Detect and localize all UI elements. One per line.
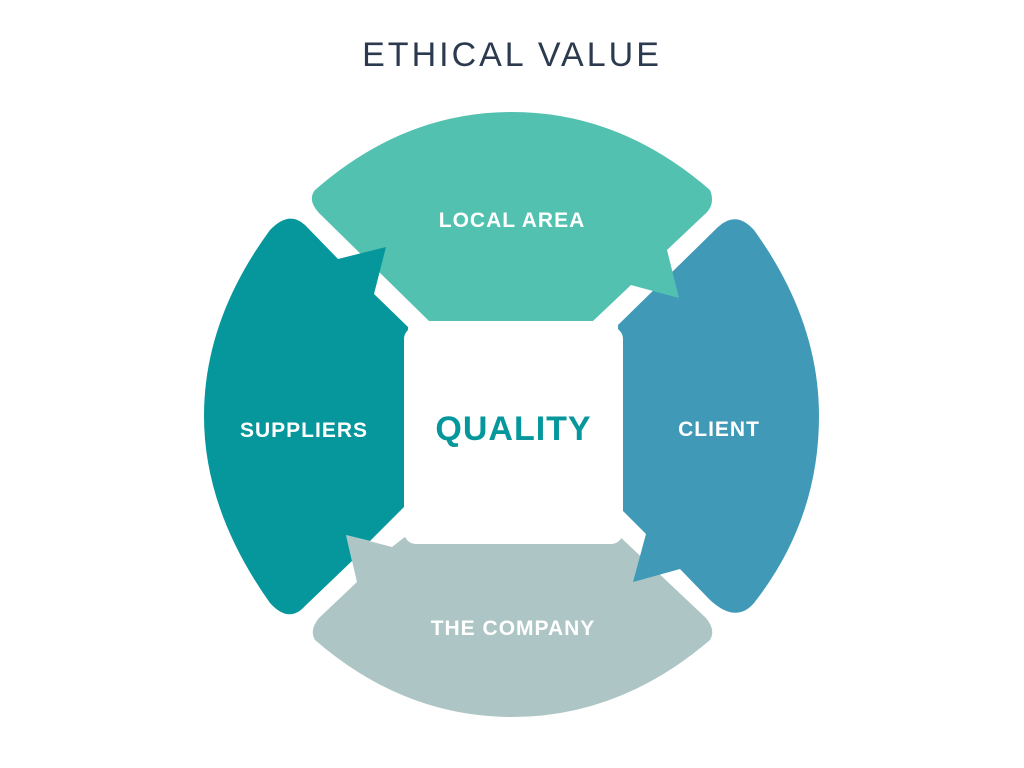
label-suppliers: SUPPLIERS <box>239 419 369 442</box>
diagram-title: ETHICAL VALUE <box>362 36 662 74</box>
label-the-company: THE COMPANY <box>430 617 596 640</box>
segment-client <box>618 219 819 613</box>
segment-suppliers <box>204 218 408 615</box>
segment-the-company <box>312 533 713 717</box>
center-label: QUALITY <box>435 410 592 448</box>
label-local-area: LOCAL AREA <box>438 209 586 232</box>
segment-local-area <box>311 112 712 321</box>
label-client: CLIENT <box>678 418 760 441</box>
center-box <box>404 327 623 544</box>
